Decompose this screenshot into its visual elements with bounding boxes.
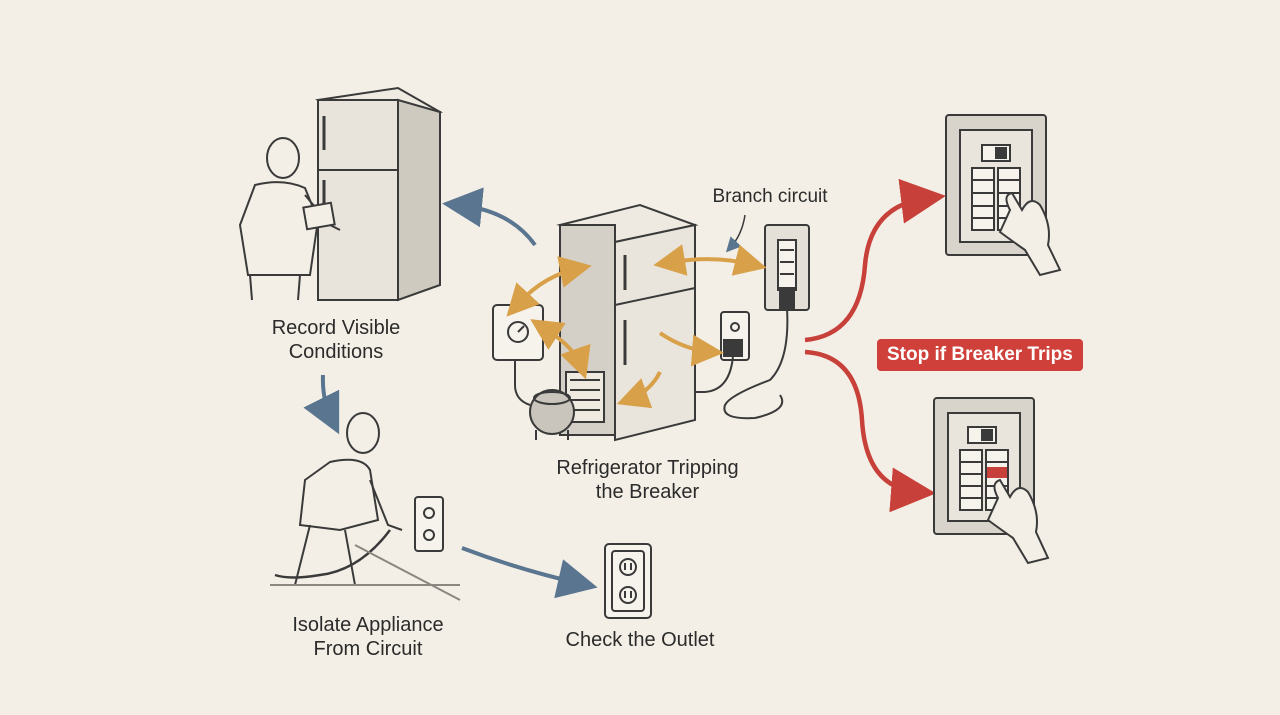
isolate-label: Isolate Appliance From Circuit [268,613,468,661]
outlet-icon [414,496,444,552]
record-label-line2: Conditions [288,341,384,363]
compressor-icon [529,389,575,440]
breaker-panel-top [945,114,1062,277]
center-label-line2: the Breaker [595,481,700,503]
plug-icon [695,339,743,393]
breaker-panel-bottom [933,397,1050,565]
hand-icon [998,191,1062,277]
interaction-arrows [506,244,767,409]
check-outlet-text: Check the Outlet [565,629,715,651]
center-label: Refrigerator Tripping the Breaker [530,456,765,504]
check-outlet-label: Check the Outlet [545,628,735,652]
stop-badge: Stop if Breaker Trips [877,339,1083,371]
person-writing-icon [238,137,341,301]
record-label: Record Visible Conditions [246,316,426,364]
stop-badge-text: Stop if Breaker Trips [887,344,1073,365]
record-label-line1: Record Visible [271,317,401,339]
branch-circuit-label: Branch circuit [700,185,840,209]
center-illustration [492,203,810,442]
outcome-arrows [804,178,946,513]
isolate-label-line1: Isolate Appliance [292,614,444,636]
branch-circuit-pointer [725,214,746,253]
check-outlet-illustration [604,543,652,619]
isolate-illustration [270,412,461,601]
fridge-icon [556,203,699,442]
center-label-line1: Refrigerator Tripping [556,457,739,479]
outlet-icon [604,543,652,619]
hand-icon [986,478,1050,565]
record-illustration [238,86,443,302]
branch-circuit-text: Branch circuit [712,186,828,207]
fridge-icon [315,86,443,302]
person-unplugging-icon [270,412,461,601]
isolate-label-line2: From Circuit [313,638,423,660]
flow-arrows [303,187,598,599]
thermostat-icon [492,304,544,406]
